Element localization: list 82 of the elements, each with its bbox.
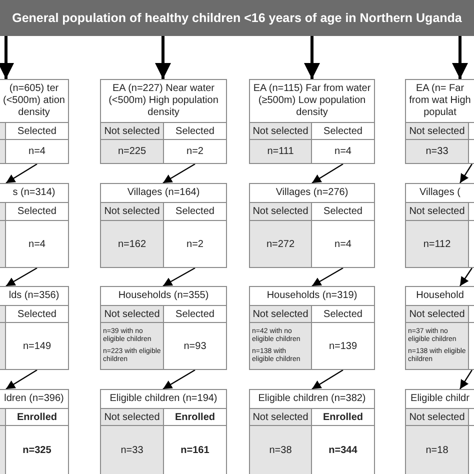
column-header: Selected: [312, 203, 374, 221]
column-header: Not selected: [406, 203, 469, 221]
arrow: [6, 267, 38, 287]
column-header: Not selected: [101, 203, 164, 221]
count-text: n=18: [406, 426, 469, 474]
table-box: [405, 389, 474, 474]
table-box: [249, 79, 375, 164]
arrow: [162, 369, 196, 390]
count-text: n=225: [101, 140, 164, 163]
column-header: Selected: [6, 123, 68, 140]
count-text: n=4: [334, 145, 352, 159]
count-text: n=4: [28, 238, 46, 252]
table-box: [100, 389, 227, 474]
column-header: Not selected: [406, 306, 469, 323]
arrow: [0, 36, 14, 79]
count-text: n=161: [180, 444, 210, 458]
column-header: Not selected: [101, 409, 164, 426]
column-header: Selected: [164, 203, 226, 221]
arrow: [304, 36, 320, 79]
table-box: [249, 389, 375, 474]
count-text: n=4: [28, 145, 46, 159]
box-heading: s (n=314): [0, 184, 68, 203]
column-header: Selected: [6, 306, 68, 323]
count-text: n=111: [250, 140, 312, 163]
column-header: Enrolled: [6, 409, 68, 426]
count-text: n=325: [22, 444, 52, 458]
table-box: [0, 183, 69, 268]
column-header: Enrolled: [312, 409, 374, 426]
table-box: [0, 389, 69, 474]
arrow: [162, 163, 196, 184]
table-box: [405, 79, 474, 164]
column-header: Not selected: [101, 123, 164, 140]
arrow: [6, 369, 38, 390]
arrow: [312, 369, 344, 390]
count-text: n=139: [328, 340, 358, 354]
column-header: Selected: [6, 203, 68, 221]
count-text: n=33: [406, 140, 469, 163]
column-header: Not selected: [406, 123, 469, 140]
count-text: n=162: [101, 221, 164, 267]
column-header: Enrolled: [164, 409, 226, 426]
column-header: Selected: [312, 123, 374, 140]
count-text: n=38: [250, 426, 312, 474]
arrow: [312, 267, 344, 287]
box-heading: ldren (n=396): [0, 390, 68, 409]
box-heading: lds (n=356): [0, 287, 68, 306]
table-box: [249, 286, 375, 370]
column-header: Not selected: [250, 123, 312, 140]
table-box: [405, 183, 474, 268]
arrow: [460, 268, 472, 286]
column-header: Not selected: [250, 306, 312, 323]
table-box: [0, 79, 69, 164]
table-box: [100, 183, 227, 268]
arrow: [452, 36, 468, 79]
table-box: [0, 286, 69, 370]
table-box: [100, 286, 227, 370]
column-header: Selected: [312, 306, 374, 323]
arrow: [460, 164, 472, 184]
table-box: [405, 286, 474, 370]
arrow: [162, 267, 196, 287]
column-header: Selected: [164, 306, 226, 323]
count-text: n=149: [22, 340, 52, 354]
arrow: [6, 163, 38, 184]
arrow: [312, 163, 344, 184]
arrow: [155, 36, 171, 79]
count-text: n=33: [101, 426, 164, 474]
count-text: n=2: [186, 238, 204, 252]
column-header: Not selected: [101, 306, 164, 323]
count-text: n=2: [186, 145, 204, 159]
banner-box: General population of healthy children <16 years of age in Northern Uganda: [0, 0, 474, 36]
box-heading: (n=605) ter (<500m) ation density: [0, 80, 68, 123]
column-header: Not selected: [250, 409, 312, 426]
arrow: [460, 370, 472, 390]
table-box: [100, 79, 227, 164]
count-text: n=344: [328, 444, 358, 458]
column-header: Selected: [164, 123, 226, 140]
count-text: n=93: [182, 340, 208, 354]
count-text: n=4: [334, 238, 352, 252]
count-text: n=272: [250, 221, 312, 267]
count-text: n=112: [406, 221, 469, 267]
column-header: Not selected: [250, 203, 312, 221]
column-header: Not selected: [406, 409, 469, 426]
table-box: [249, 183, 375, 268]
